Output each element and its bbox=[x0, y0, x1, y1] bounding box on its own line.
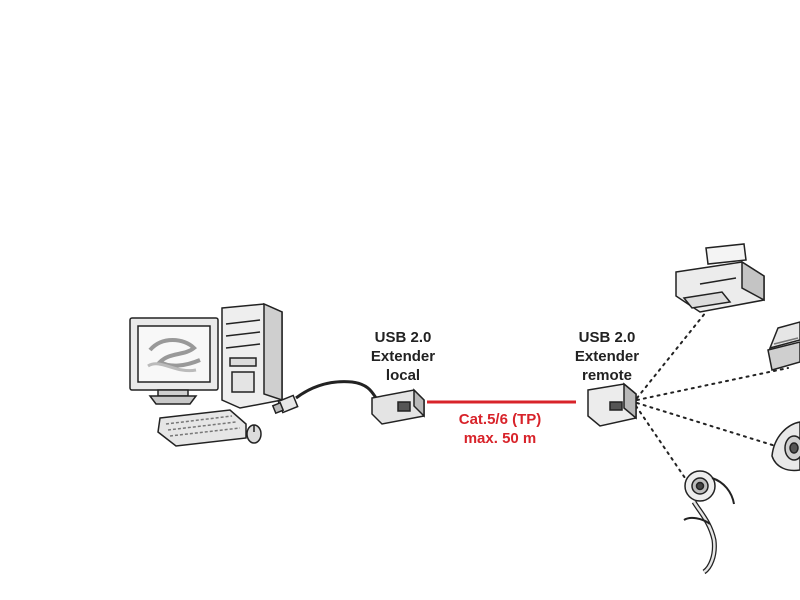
local-label-line-3: local bbox=[385, 367, 421, 384]
connection-scanner bbox=[636, 367, 789, 401]
dome-camera-icon bbox=[771, 421, 800, 472]
printer-icon bbox=[675, 243, 765, 313]
cable-label-line-1: Cat.5/6 (TP) bbox=[458, 411, 542, 428]
device-connections bbox=[635, 311, 789, 501]
local-label-line-1: USB 2.0 bbox=[374, 329, 432, 346]
mouse-icon bbox=[246, 424, 262, 444]
monitor-icon bbox=[129, 317, 219, 405]
remote-label-line-2: Extender bbox=[574, 348, 640, 365]
usb-plug-icon bbox=[271, 380, 378, 415]
scanner-icon bbox=[767, 321, 800, 371]
remote-label-line-1: USB 2.0 bbox=[578, 329, 636, 346]
connection-printer bbox=[636, 311, 707, 399]
cable-label: Cat.5/6 (TP) max. 50 m bbox=[430, 410, 570, 448]
local-extender-label: USB 2.0 Extender local bbox=[343, 328, 463, 385]
local-extender-icon bbox=[371, 388, 425, 425]
remote-extender-label: USB 2.0 Extender remote bbox=[547, 328, 667, 385]
connection-webcam bbox=[635, 405, 701, 501]
remote-extender-icon bbox=[587, 382, 637, 427]
connection-dome-camera bbox=[636, 402, 783, 449]
tower-icon bbox=[221, 302, 283, 409]
local-label-line-2: Extender bbox=[370, 348, 436, 365]
webcam-icon bbox=[683, 470, 735, 575]
keyboard-icon bbox=[157, 409, 247, 447]
cable-label-line-2: max. 50 m bbox=[463, 430, 537, 447]
remote-label-line-3: remote bbox=[581, 367, 633, 384]
